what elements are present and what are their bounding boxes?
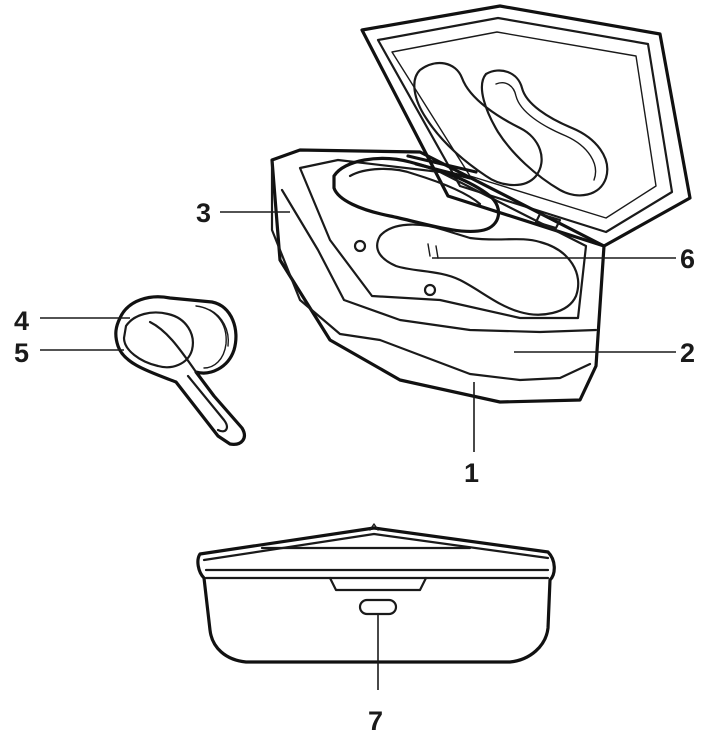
callout-6: 6 [680, 244, 695, 274]
callout-5: 5 [14, 338, 29, 368]
case-front-view [196, 523, 556, 664]
earbud [114, 295, 246, 446]
leader-lines [40, 211, 676, 690]
callout-labels: 1 2 3 4 5 6 7 [14, 198, 695, 736]
callout-2: 2 [680, 338, 695, 368]
usb-c-port-icon [358, 598, 398, 616]
callout-1: 1 [464, 458, 479, 488]
case-lid [360, 4, 692, 248]
callout-7: 7 [368, 706, 383, 736]
case-base [270, 148, 606, 404]
callout-4: 4 [14, 306, 29, 336]
callout-3: 3 [196, 198, 211, 228]
charging-case-open [270, 4, 692, 404]
